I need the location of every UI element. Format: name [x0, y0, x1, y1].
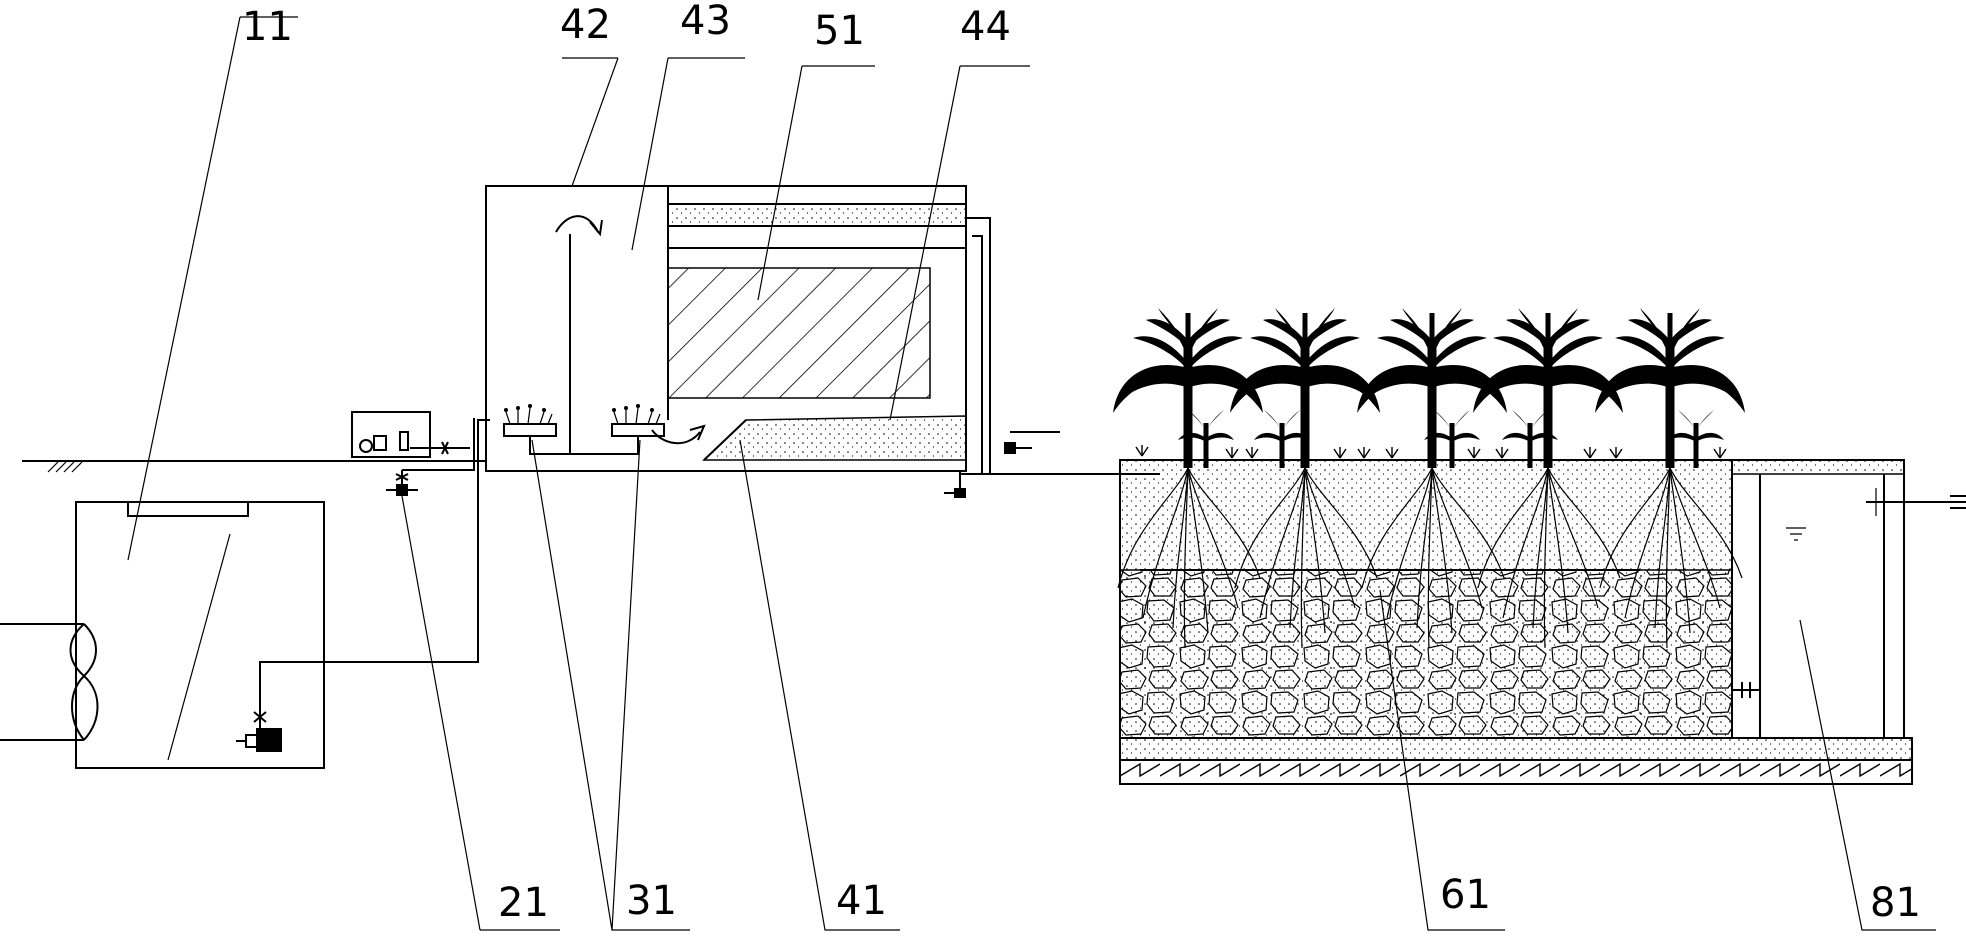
- leader-51: [757, 65, 875, 301]
- outlet-chamber: [1731, 459, 1966, 738]
- label-31: 31: [626, 878, 677, 924]
- label-43: 43: [680, 0, 731, 44]
- lift-pipe: [259, 419, 490, 710]
- aerator-right: [611, 404, 665, 437]
- label-21: 21: [498, 880, 549, 926]
- collection-well: [0, 16, 490, 769]
- valve-21: [386, 418, 475, 496]
- leader-42: [562, 57, 619, 187]
- plant-2: [1230, 308, 1380, 468]
- ground-hatch: [47, 461, 83, 473]
- submersible-pump: [236, 710, 282, 752]
- label-61: 61: [1440, 872, 1491, 918]
- constructed-wetland: [1113, 308, 1913, 785]
- plant-5: [1595, 308, 1745, 468]
- dosing-unit: [351, 411, 470, 458]
- label-81: 81: [1870, 880, 1921, 926]
- label-11: 11: [242, 4, 293, 50]
- leader-81: [1799, 619, 1936, 931]
- label-51: 51: [814, 8, 865, 54]
- reactor-tank: [485, 185, 1060, 498]
- leader-43: [631, 57, 745, 251]
- ground-line: [22, 460, 1120, 475]
- aerator-left: [503, 404, 557, 437]
- leader-31: [531, 439, 690, 931]
- leader-61: [1379, 589, 1505, 931]
- leader-41: [739, 439, 900, 931]
- plant-4: [1473, 308, 1623, 468]
- leader-44: [889, 65, 1030, 421]
- label-44: 44: [960, 4, 1011, 50]
- label-41: 41: [836, 878, 887, 924]
- label-42: 42: [560, 2, 611, 48]
